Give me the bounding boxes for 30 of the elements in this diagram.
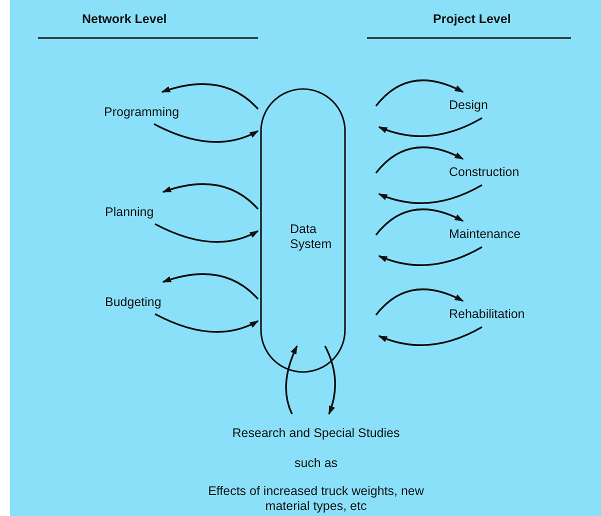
curved-arrow [154, 223, 259, 243]
data-store-capsule [260, 88, 346, 373]
node-label: Design [449, 98, 489, 113]
curved-arrow [375, 146, 464, 174]
node-label: Budgeting [105, 295, 162, 310]
curved-arrow [375, 288, 464, 316]
level-heading: Network Level [82, 12, 167, 26]
curved-arrow [324, 346, 336, 415]
level-heading: Project Level [433, 12, 511, 26]
curved-arrow [285, 345, 298, 414]
node-label: Planning [105, 205, 155, 220]
node-label: Rehabilitation [449, 307, 526, 322]
node-label: Data System [290, 222, 333, 252]
curved-arrow [162, 273, 259, 300]
node-label: Programming [104, 105, 180, 120]
node-note: such as [293, 456, 339, 471]
curved-arrow [378, 326, 482, 346]
curved-arrow [154, 313, 259, 333]
node-label: Construction [449, 165, 520, 180]
node-label: Maintenance [449, 227, 522, 242]
curved-arrow [378, 246, 482, 266]
curved-arrow [375, 79, 464, 107]
curved-arrow [162, 183, 259, 210]
node-heading: Research and Special Studies [231, 426, 401, 441]
curved-arrow [378, 184, 482, 204]
curved-arrow [161, 83, 259, 110]
node-note: Effects of increased truck weights, new material types, etc [207, 484, 425, 514]
curved-arrow [378, 117, 482, 138]
curved-arrow [375, 208, 464, 236]
curved-arrow [154, 123, 259, 143]
